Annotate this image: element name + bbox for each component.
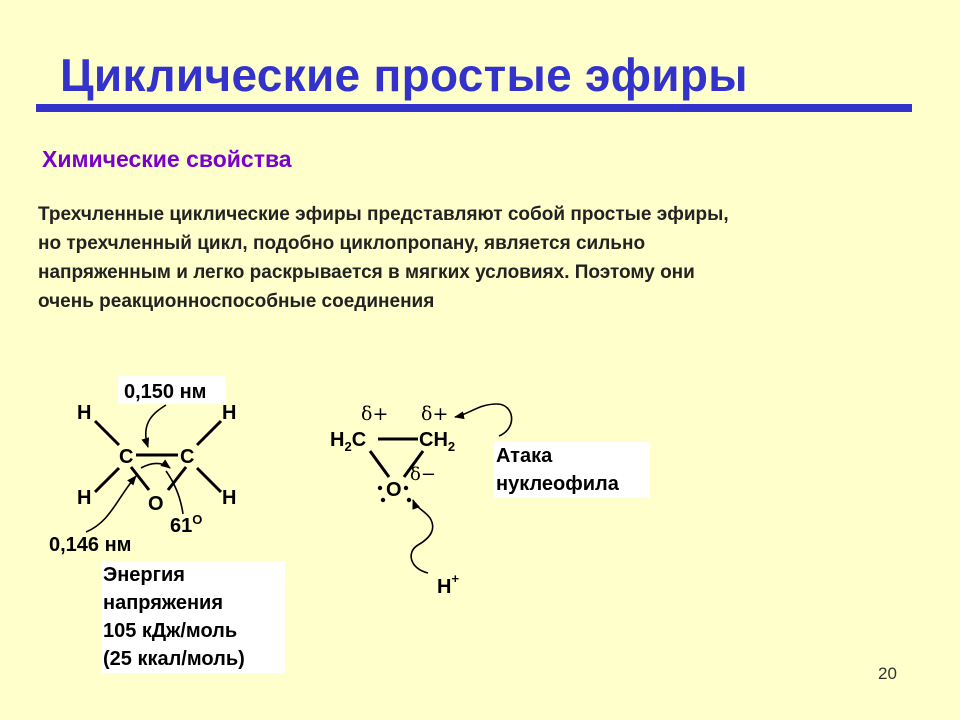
paragraph-line: очень реакционноспособные соединения [38, 291, 435, 312]
bond-cc-label-bg [118, 376, 226, 404]
bond-c-o [129, 466, 151, 491]
bond-h-c [93, 419, 121, 447]
angle-pointer-line [165, 470, 184, 515]
bond-angle-label: 61O [170, 512, 202, 537]
angle-arc [140, 459, 171, 469]
lone-pair-dot [377, 485, 383, 491]
attack-line: Атака [496, 445, 553, 467]
bond-h-c [93, 466, 121, 494]
strain-energy-line: 105 кДж/моль [103, 620, 238, 642]
right-epoxide-structure: δ+ δ+ H2C CH2 O δ− H+ [330, 403, 513, 598]
paragraph-line: напряженным и легко раскрывается в мягки… [38, 262, 695, 283]
page-number: 20 [878, 664, 897, 683]
proton-attack-arrow [410, 499, 434, 574]
strain-energy-line: Энергия [103, 564, 185, 586]
attack-line: нуклеофила [496, 473, 619, 495]
strain-energy-box: Энергия напряжения 105 кДж/моль (25 ккал… [101, 561, 285, 673]
arrow-co-bond [85, 475, 137, 533]
atom-h-bottom-right: H [222, 487, 236, 509]
bond-h-c [195, 419, 223, 447]
nucleophile-attack-box: Атака нуклеофила [494, 442, 650, 498]
atom-c-right: C [180, 446, 194, 468]
left-epoxide-structure: 0,150 нм H H C C H H O 61O 0,146 нм [49, 376, 236, 556]
atom-h-top-right: H [222, 402, 236, 424]
atom-o: O [148, 493, 164, 515]
paragraph-line: Трехчленные циклические эфиры представля… [38, 204, 729, 225]
slide-title: Циклические простые эфиры [60, 49, 748, 101]
group-h2c: H2C [330, 429, 366, 454]
bond-c-o [402, 450, 425, 478]
arrow-cc-bond [141, 404, 167, 448]
atom-h-top-left: H [77, 402, 91, 424]
description-paragraph: Трехчленные циклические эфиры представля… [38, 200, 928, 316]
bond-c-o [166, 466, 188, 491]
delta-plus-right: δ+ [421, 403, 448, 425]
bond-h-c [195, 466, 223, 494]
title-underline [36, 104, 912, 112]
lone-pair-dot [406, 497, 412, 503]
group-ch2: CH2 [419, 429, 455, 454]
lone-pair-dot [380, 497, 386, 503]
bond-length-cc-label: 0,150 нм [124, 381, 206, 403]
lone-pair-dot [403, 485, 409, 491]
atom-c-left: C [119, 446, 133, 468]
nucleophile-attack-arrow [454, 403, 513, 437]
slide-subtitle: Химические свойства [42, 146, 292, 172]
delta-minus: δ− [410, 464, 436, 485]
strain-energy-line: (25 ккал/моль) [103, 648, 245, 670]
strain-energy-line: напряжения [103, 592, 223, 614]
bond-c-o [368, 450, 391, 478]
bond-length-co-label: 0,146 нм [49, 534, 131, 556]
proton-label: H+ [437, 571, 459, 598]
atom-o: O [386, 479, 402, 501]
atom-h-bottom-left: H [77, 487, 91, 509]
delta-plus-left: δ+ [361, 403, 388, 425]
paragraph-line: но трехчленный цикл, подобно циклопропан… [38, 233, 646, 254]
